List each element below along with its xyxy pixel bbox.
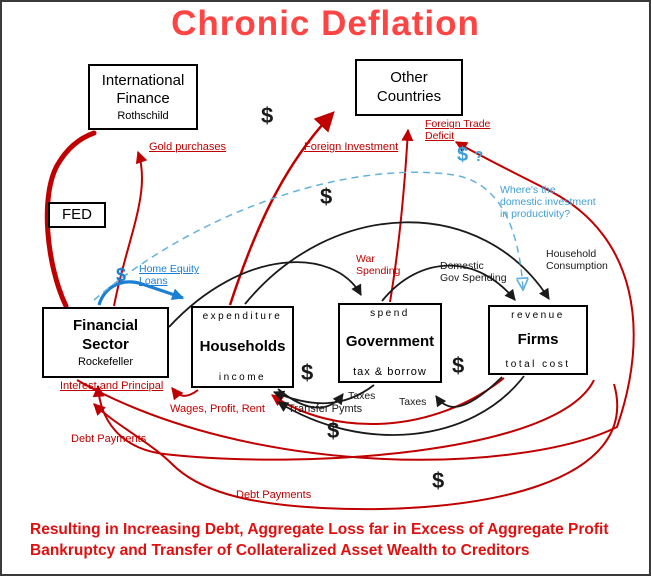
- label-household-consumption-line1: Household: [546, 248, 597, 260]
- label-household-consumption-line2: Consumption: [546, 260, 608, 273]
- label-taxes-households: Taxes: [348, 390, 376, 402]
- label-domestic-gov-line1: Domestic: [440, 260, 484, 272]
- node-fed: FED: [48, 202, 106, 228]
- dollar-sign: $: [301, 360, 314, 385]
- node-households: expenditure Households income: [191, 306, 294, 388]
- node-firms: revenue Firms total cost: [488, 305, 588, 375]
- dollar-sign: $: [116, 265, 127, 285]
- label-taxes-firms: Taxes: [399, 396, 427, 408]
- war-spending-arrow: [389, 128, 414, 303]
- fed-label: FED: [62, 205, 92, 223]
- dollar-sign: $: [452, 353, 465, 378]
- firms-to-households-flow: [277, 375, 525, 436]
- label-productivity-question-line3: in productivity?: [500, 208, 571, 221]
- label-domestic-gov-spending: Domestic Gov Spending: [440, 260, 507, 284]
- international-finance-label: International Finance: [101, 71, 185, 107]
- wages-profit-rent-arrow: [271, 377, 505, 425]
- other-countries-label: Other Countries: [376, 69, 442, 105]
- household-consumption-arrow: [244, 221, 550, 305]
- label-productivity-question: Where's the domestic investment in produ…: [500, 184, 596, 220]
- taxes-households-arrow: [277, 388, 344, 409]
- fed-flow-line: [44, 130, 97, 309]
- label-foreign-trade-deficit-line1: Foreign Trade: [425, 118, 491, 130]
- label-debt-payments-upper: Debt Payments: [71, 433, 147, 445]
- foreign-investment-arrow: [228, 111, 335, 306]
- label-domestic-gov-line2: Gov Spending: [440, 272, 507, 285]
- label-foreign-trade-deficit: Foreign Trade Deficit: [425, 118, 490, 142]
- label-war-spending: War Spending: [356, 253, 400, 277]
- question-mark: ?: [474, 148, 484, 165]
- firms-bottom-caption: total cost: [505, 358, 571, 370]
- label-war-spending-line2: Spending: [356, 265, 401, 278]
- footer-line-1: Resulting in Increasing Debt, Aggregate …: [30, 521, 609, 538]
- taxes-firms-arrow: [435, 376, 503, 408]
- debt-payments-arrow-lower: [93, 383, 619, 511]
- label-foreign-investment: Foreign Investment: [304, 141, 399, 153]
- dollar-sign: $: [320, 184, 333, 209]
- firms-top-caption: revenue: [511, 310, 565, 321]
- credit-to-government-arrow: [168, 261, 362, 328]
- domestic-gov-spending-arrow: [381, 264, 516, 302]
- foreign-trade-deficit-arrow: [76, 141, 635, 461]
- government-top-caption: spend: [370, 308, 410, 319]
- financial-sector-label: Financial Sector: [72, 317, 139, 353]
- dollar-sign: $: [457, 144, 469, 166]
- node-other-countries: Other Countries: [355, 59, 463, 116]
- financial-sector-sublabel: Rockefeller: [77, 355, 134, 368]
- node-financial-sector: Financial Sector Rockefeller: [42, 307, 169, 378]
- dollar-question-annotation: $?: [457, 144, 483, 167]
- diagram-title: Chronic Deflation: [171, 4, 480, 43]
- productivity-question-dashed-line: [93, 171, 523, 301]
- label-home-equity-line2: Loans: [139, 275, 168, 288]
- node-government: spend Government tax & borrow: [338, 303, 442, 383]
- dollar-sign: $: [261, 103, 274, 128]
- node-international-finance: International Finance Rothschild: [88, 64, 198, 130]
- label-transfer-pymts: Transfer Pymts: [288, 403, 363, 415]
- transfer-pymts-arrow: [272, 384, 375, 405]
- label-productivity-question-line2: domestic investment: [500, 196, 596, 209]
- label-household-consumption: Household Consumption: [546, 248, 608, 272]
- footer-line-2: Bankruptcy and Transfer of Collateralize…: [30, 542, 530, 559]
- households-bottom-caption: income: [218, 371, 267, 383]
- label-productivity-question-line1: Where's the: [500, 184, 556, 196]
- households-top-caption: expenditure: [202, 311, 283, 322]
- label-debt-payments-lower: Debt Payments: [236, 489, 312, 501]
- home-equity-loans-arrow: [97, 280, 185, 306]
- label-home-equity-loans: Home Equity Loans: [139, 263, 199, 287]
- label-foreign-trade-deficit-line2: Deficit: [425, 130, 455, 143]
- government-bottom-caption: tax & borrow: [353, 365, 427, 378]
- government-label: Government: [345, 333, 435, 351]
- label-interest-and-principal: Interest and Principal: [60, 380, 164, 392]
- interest-principal-arrow: [171, 387, 199, 401]
- label-gold-purchases: Gold purchases: [149, 141, 227, 153]
- dollar-sign: $: [432, 468, 445, 493]
- label-wages-profit-rent: Wages, Profit, Rent: [170, 403, 265, 415]
- debt-payments-arrow-upper: [92, 379, 595, 461]
- label-war-spending-line1: War: [356, 253, 375, 265]
- label-home-equity-line1: Home Equity: [139, 263, 200, 275]
- households-label: Households: [199, 337, 286, 355]
- dollar-sign: $: [327, 418, 340, 443]
- firms-label: Firms: [517, 330, 559, 348]
- international-finance-sublabel: Rothschild: [117, 110, 169, 123]
